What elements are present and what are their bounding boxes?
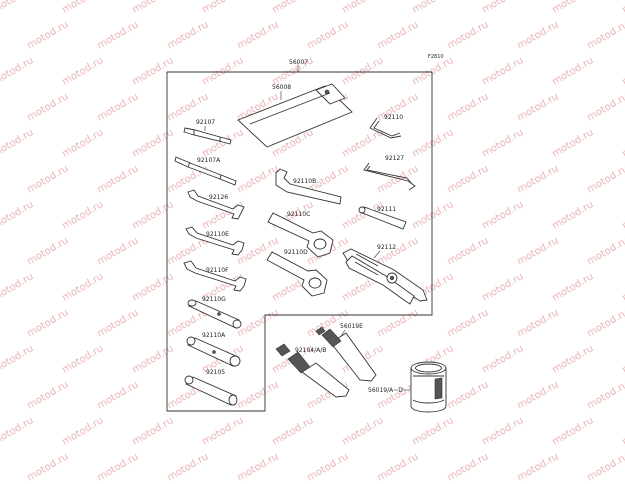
pliers-92112 [342,248,428,305]
spanner-92110b [275,168,342,205]
screwdriver-92107a [174,156,237,186]
hex-key-92127 [363,162,416,191]
label-92104: 92104/A/B [295,347,326,354]
label-92126: 92126 [209,194,228,201]
grease-can-56019 [410,361,447,413]
label-92110e: 92110E [206,231,229,238]
wrench-92110f [183,260,247,292]
label-56007: 56007 [289,59,308,66]
wrench-92110e [185,226,245,256]
label-92112: 92112 [377,244,396,251]
label-92110g: 92110G [202,296,226,303]
label-92107a: 92107A [197,157,221,164]
label-92107: 92107 [196,119,215,126]
handle-92105 [184,375,238,406]
tube-56019e [315,326,377,382]
socket-92110g [187,299,242,329]
wrench-92126 [187,189,245,220]
ring-spanner-92110c [267,212,334,258]
bar-92111 [358,206,407,230]
label-92105: 92105 [206,369,225,376]
label-92110a: 92110A [202,332,226,339]
label-92111: 92111 [377,206,396,213]
label-92110b: 92110B [293,178,316,185]
parts-diagram: F2810 56007 56008 92107 92107A [166,54,447,413]
kit-outline [166,71,433,412]
diagram-code: F2810 [428,54,444,60]
label-56008: 56008 [272,84,291,91]
label-56019: 56019/A~D [368,387,403,394]
tool-bag [237,83,353,148]
socket-92110a [186,336,241,367]
label-92110f: 92110F [206,267,229,274]
screwdriver-92107 [183,127,232,145]
label-92110d: 92110D [284,249,308,256]
tube-92104 [275,343,350,398]
label-92127: 92127 [385,155,404,162]
label-92110: 92110 [384,114,403,121]
label-56019e: 56019E [340,323,363,330]
ring-spanner-92110d [266,251,328,297]
label-92110c: 92110C [287,211,310,218]
hex-key-92110 [369,117,402,139]
